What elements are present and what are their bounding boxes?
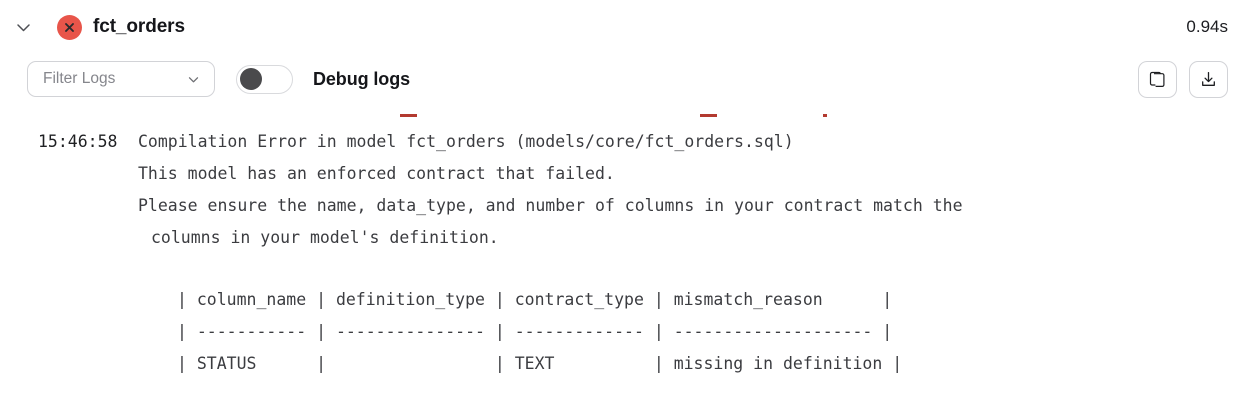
chevron-down-icon: [14, 18, 33, 37]
log-line: 15:46:58 Compilation Error in model fct_o…: [0, 126, 1228, 158]
collapse-toggle-button[interactable]: [8, 12, 38, 42]
log-line: This model has an enforced contract that…: [0, 158, 1228, 190]
debug-logs-toggle[interactable]: [236, 64, 293, 94]
clipped-mark: [400, 114, 417, 117]
chevron-down-icon: [168, 72, 201, 87]
toggle-knob: [240, 68, 262, 90]
error-circle-x-icon: [62, 20, 77, 35]
download-icon: [1199, 70, 1218, 89]
copy-icon: [1148, 70, 1167, 89]
log-line-wrapped: columns in your model's definition.: [151, 228, 499, 247]
clipped-mark: [823, 114, 827, 117]
log-gap: [0, 254, 1228, 284]
ascii-table-row: | STATUS | | TEXT | missing in definitio…: [177, 354, 903, 373]
log-toolbar: Filter Logs Debug logs: [0, 54, 1250, 104]
clipped-mark: [700, 114, 717, 117]
log-message: Please ensure the name, data_type, and n…: [138, 196, 963, 215]
log-message: Compilation Error in model fct_orders (m…: [138, 132, 794, 151]
log-output[interactable]: 15:46:58 Compilation Error in model fct_o…: [0, 104, 1250, 404]
run-header: fct_orders 0.94s: [0, 0, 1250, 54]
filter-logs-label: Filter Logs: [43, 70, 116, 87]
ascii-table-separator: | ----------- | --------------- | ------…: [177, 322, 893, 341]
filter-logs-select[interactable]: Filter Logs: [27, 61, 215, 97]
download-logs-button[interactable]: [1189, 60, 1228, 98]
log-timestamp: 15:46:58: [38, 132, 118, 151]
log-message: This model has an enforced contract that…: [138, 164, 615, 183]
debug-logs-control: Debug logs: [236, 64, 410, 94]
run-duration: 0.94s: [1186, 17, 1228, 36]
clipped-previous-line: [0, 104, 1228, 126]
debug-logs-label: Debug logs: [313, 68, 410, 89]
ascii-table-header: | column_name | definition_type | contra…: [177, 290, 893, 309]
status-badge: [57, 14, 82, 40]
copy-logs-button[interactable]: [1138, 60, 1177, 98]
log-line: Please ensure the name, data_type, and n…: [0, 190, 1228, 222]
page-title: fct_orders: [93, 16, 185, 37]
